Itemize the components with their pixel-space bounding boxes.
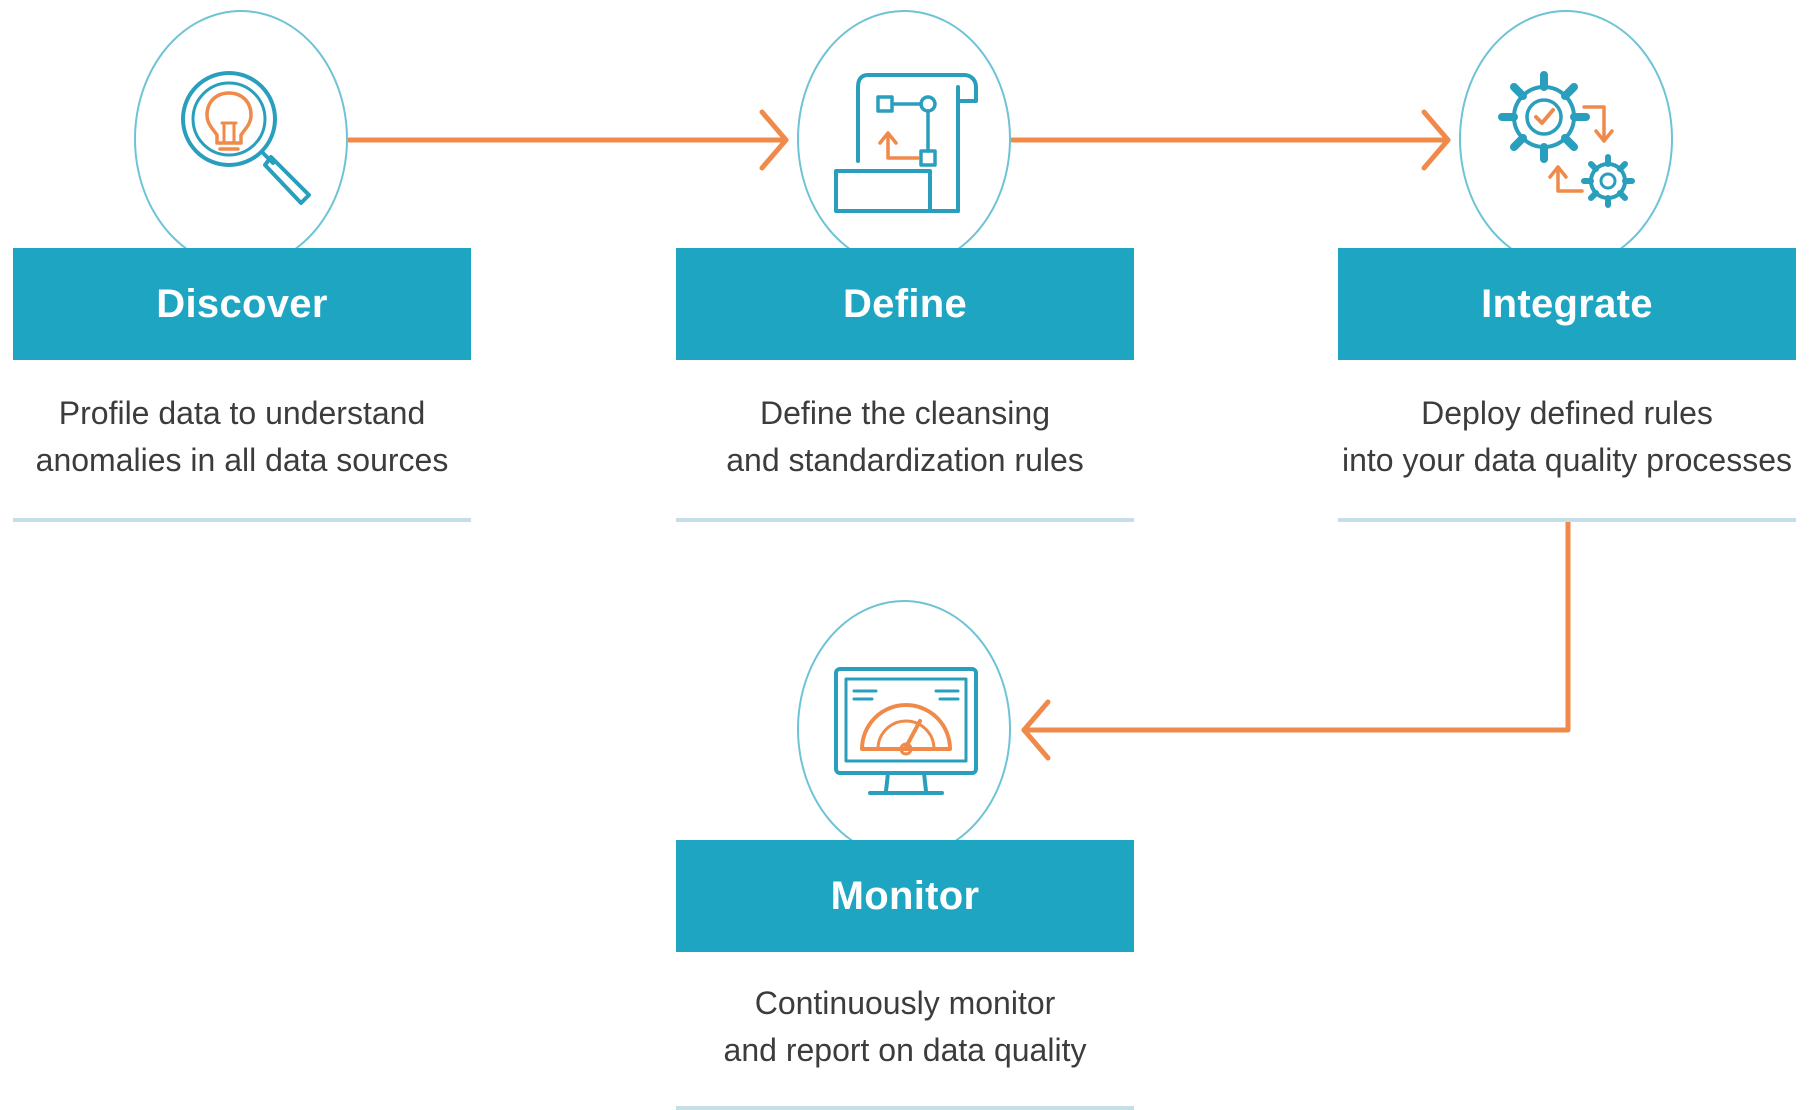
step-title-discover: Discover: [156, 281, 328, 326]
divider-rule: [676, 1106, 1134, 1110]
arrowhead-monitor: [1021, 699, 1051, 761]
define-banner: Define: [676, 248, 1134, 360]
flowchart-scroll-icon: [834, 73, 978, 213]
monitor-description: Continuously monitor and report on data …: [676, 980, 1134, 1074]
integrate-description: Deploy defined rules into your data qual…: [1338, 390, 1796, 484]
desc-line: anomalies in all data sources: [35, 442, 449, 478]
monitor-gauge-icon: [834, 667, 978, 795]
desc-line: Deploy defined rules: [1421, 395, 1713, 431]
discover-description: Profile data to understand anomalies in …: [13, 390, 471, 484]
arrow-integrate-to-monitor: [1021, 519, 1571, 733]
discover-banner: Discover: [13, 248, 471, 360]
desc-line: and standardization rules: [726, 442, 1084, 478]
magnifier-lightbulb-icon: [181, 71, 311, 205]
divider-rule: [1338, 518, 1796, 522]
desc-line: Define the cleansing: [760, 395, 1050, 431]
desc-line: into your data quality processes: [1341, 442, 1793, 478]
define-description: Define the cleansing and standardization…: [676, 390, 1134, 484]
integrate-banner: Integrate: [1338, 248, 1796, 360]
desc-line: Profile data to understand: [58, 395, 426, 431]
define-icon-circle: [797, 10, 1011, 268]
step-title-monitor: Monitor: [830, 873, 980, 918]
step-title-integrate: Integrate: [1481, 281, 1653, 326]
step-title-define: Define: [842, 281, 968, 326]
desc-line: Continuously monitor: [754, 985, 1056, 1021]
arrowhead-define: [759, 109, 789, 171]
integrate-icon-circle: [1459, 10, 1673, 268]
divider-rule: [13, 518, 471, 522]
gears-cycle-icon: [1498, 71, 1635, 208]
desc-line: and report on data quality: [723, 1032, 1087, 1068]
discover-icon-circle: [134, 10, 348, 268]
monitor-icon-circle: [797, 600, 1011, 858]
monitor-banner: Monitor: [676, 840, 1134, 952]
arrowhead-integrate: [1421, 109, 1451, 171]
divider-rule: [676, 518, 1134, 522]
